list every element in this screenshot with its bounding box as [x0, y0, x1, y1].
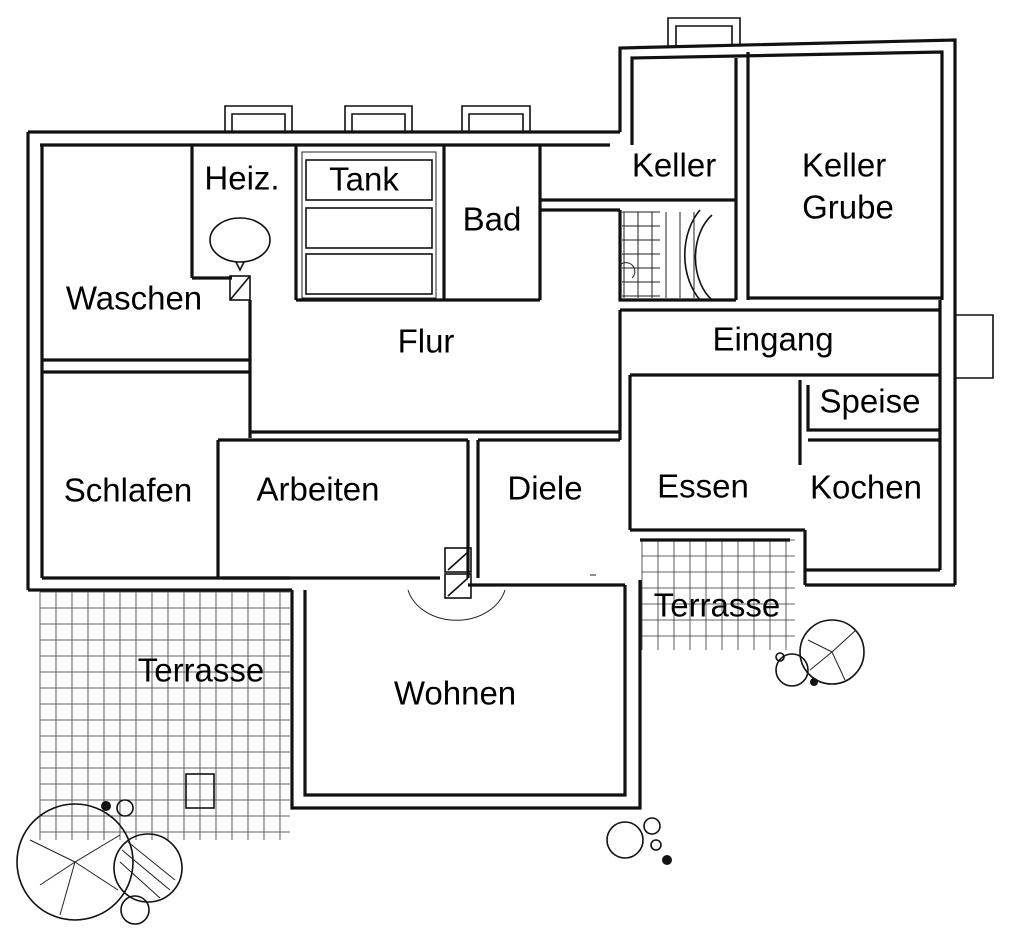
outer-walls	[26, 38, 957, 810]
planter-box	[185, 773, 215, 809]
room-label-diele: Diele	[507, 470, 582, 507]
room-labels: Heiz. Tank Bad Keller Keller Grube Wasch…	[64, 147, 922, 712]
staircase	[622, 209, 713, 301]
room-label-keller: Keller	[632, 147, 716, 184]
room-label-speise: Speise	[820, 383, 921, 420]
room-label-terrasse-right: Terrasse	[654, 587, 781, 624]
room-label-keller-grube-line1: Keller	[802, 147, 886, 184]
room-label-eingang: Eingang	[712, 321, 833, 358]
door-swings	[407, 262, 636, 621]
tank-containers	[301, 151, 437, 299]
chimney-icon	[444, 547, 472, 599]
room-label-waschen: Waschen	[66, 280, 202, 317]
room-label-heiz: Heiz.	[204, 160, 279, 197]
room-label-schlafen: Schlafen	[64, 472, 192, 509]
room-label-bad: Bad	[463, 201, 522, 238]
room-label-terrasse-left: Terrasse	[138, 652, 265, 689]
garden-shrubs	[16, 619, 865, 925]
room-label-tank: Tank	[329, 161, 399, 198]
window-bays	[224, 17, 994, 379]
room-label-keller-grube-line2: Grube	[802, 189, 894, 226]
room-label-arbeiten: Arbeiten	[257, 471, 380, 508]
terrace-left-tiles	[39, 591, 290, 840]
interior-walls	[42, 52, 942, 580]
terrace-right-tiles	[641, 539, 795, 650]
room-label-essen: Essen	[657, 468, 749, 505]
room-label-wohnen: Wohnen	[394, 675, 516, 712]
room-label-kochen: Kochen	[810, 469, 922, 506]
room-label-flur: Flur	[398, 323, 455, 360]
boiler-icon	[209, 217, 271, 301]
